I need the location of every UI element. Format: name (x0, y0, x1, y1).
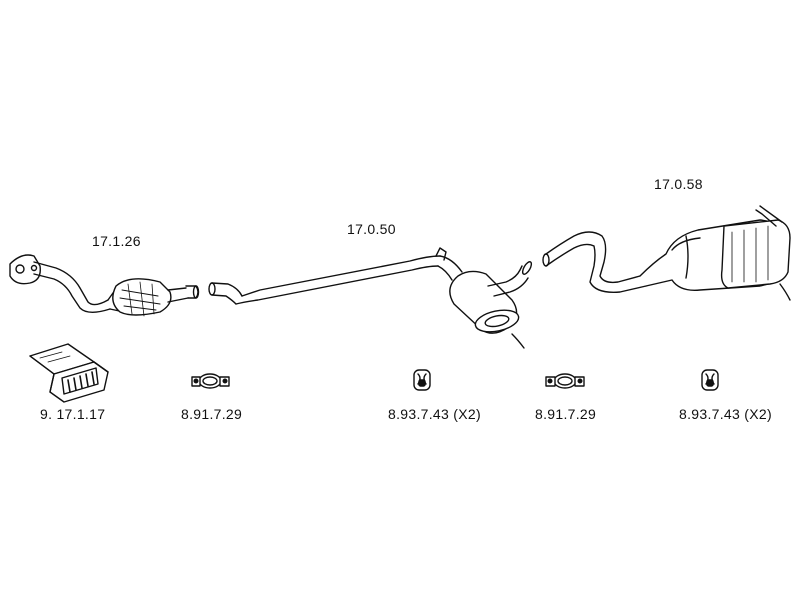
hanger-rear-code: 8.93.7.43 (X2) (679, 406, 772, 422)
clamp-icon[interactable] (545, 373, 585, 389)
catalytic-converter-code: 17.1.26 (92, 233, 141, 249)
clamp-rear-code: 8.91.7.29 (535, 406, 597, 422)
hanger-front-code: 8.93.7.43 (X2) (388, 406, 481, 422)
rear-silencer-code: 17.0.58 (654, 176, 703, 192)
mounting-kit-box[interactable] (29, 343, 109, 403)
rear-silencer-part[interactable] (542, 205, 791, 301)
clamp-front-code: 8.91.7.29 (181, 406, 243, 422)
rubber-hanger-icon[interactable] (413, 369, 431, 391)
clamp-icon[interactable] (191, 373, 230, 389)
catalytic-converter-part[interactable] (9, 254, 200, 317)
mounting-kit-code: 9. 17.1.17 (40, 406, 106, 422)
middle-silencer-code: 17.0.50 (347, 221, 396, 237)
middle-silencer-part[interactable] (208, 247, 533, 349)
rubber-hanger-icon[interactable] (701, 369, 719, 391)
